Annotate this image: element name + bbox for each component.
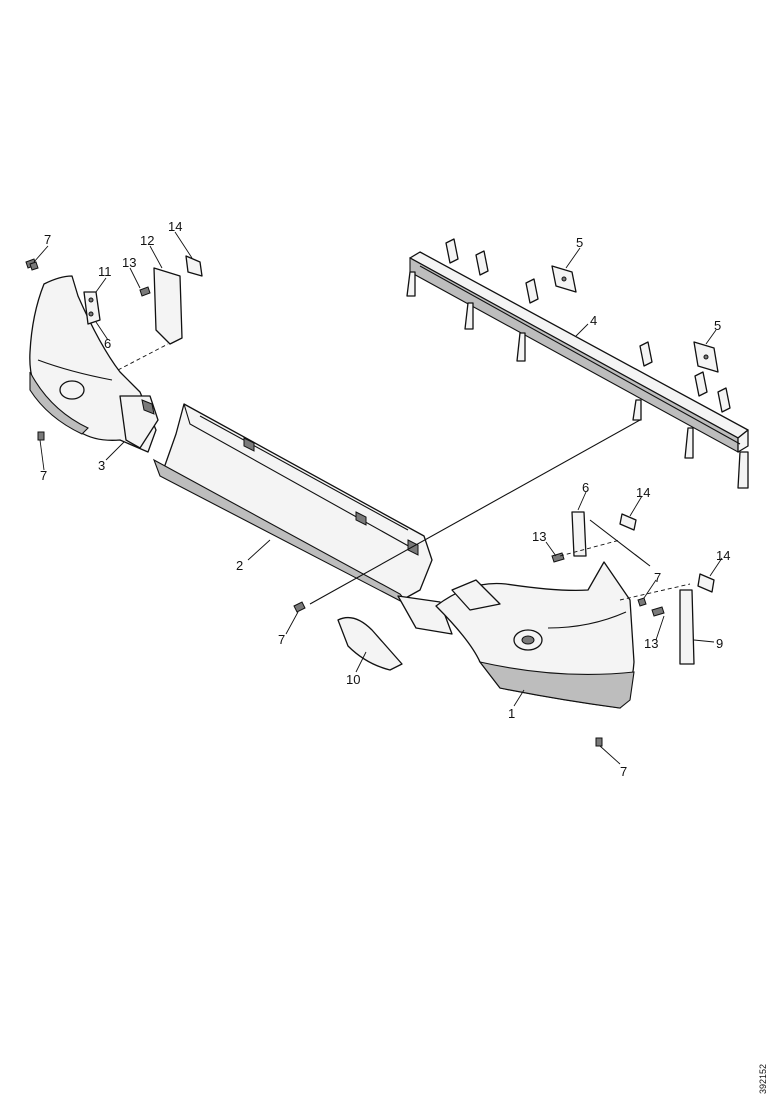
callout-10: 10	[346, 672, 360, 687]
reinforcement-beam	[406, 238, 749, 489]
callout-14-right-lower: 14	[716, 548, 730, 563]
screw-fasteners	[29, 261, 647, 747]
callout-11: 11	[98, 264, 112, 279]
callout-12: 12	[140, 233, 154, 248]
callout-13-left: 13	[122, 255, 136, 270]
callout-6-left: 6	[104, 336, 111, 351]
callout-7-top-left: 7	[44, 232, 51, 247]
center-lower-grille	[152, 403, 453, 635]
callout-2: 2	[236, 558, 243, 573]
callout-7-left: 7	[40, 468, 47, 483]
assembly-lines	[117, 343, 691, 605]
reference-number: 392152	[758, 1064, 768, 1094]
callout-14-right-upper: 14	[636, 485, 650, 500]
callout-labels: 7 14 12 11 13 6 3 7 5 4 5 2 10 7 1 7 6 1…	[40, 219, 730, 779]
callout-13-right-upper: 13	[532, 529, 546, 544]
callout-7-bottom: 7	[620, 764, 627, 779]
callout-3: 3	[98, 458, 105, 473]
left-bracket-assembly	[25, 255, 203, 345]
callout-4: 4	[590, 313, 597, 328]
callout-13-right-lower: 13	[644, 636, 658, 651]
fog-lamp-cover	[337, 616, 403, 671]
callout-leaders	[33, 231, 723, 765]
mounting-plate-upper	[551, 265, 577, 293]
left-bumper-side-section	[29, 275, 159, 453]
mounting-plate-lower	[693, 341, 719, 373]
callout-7-center: 7	[278, 632, 285, 647]
callout-14-left: 14	[168, 219, 182, 234]
callout-6-right: 6	[582, 480, 589, 495]
right-bracket-assembly	[551, 511, 715, 665]
callout-9: 9	[716, 636, 723, 651]
callout-5-lower: 5	[714, 318, 721, 333]
callout-5-upper: 5	[576, 235, 583, 250]
front-bumper-cover	[435, 561, 635, 709]
callout-1: 1	[508, 706, 515, 721]
callout-7-right: 7	[654, 570, 661, 585]
